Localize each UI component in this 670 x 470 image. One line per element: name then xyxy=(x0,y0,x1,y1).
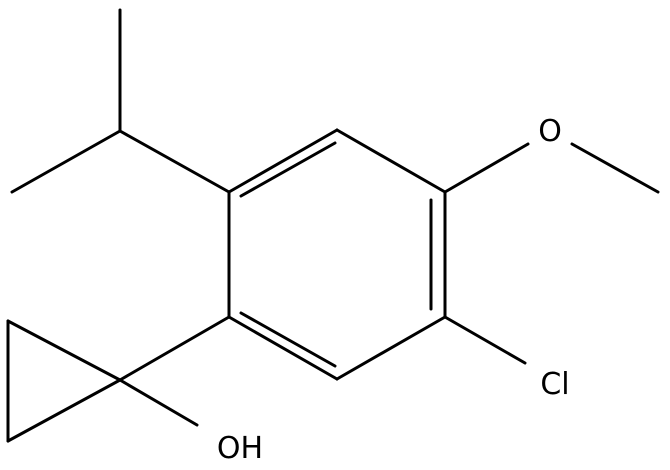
methoxy-oxygen-label: O xyxy=(538,114,562,149)
cyclopropanol-group: OH xyxy=(6,315,263,466)
bond-ring-cyclopropyl xyxy=(118,315,231,382)
hydroxyl-label: OH xyxy=(217,431,263,466)
double-bond-upper xyxy=(239,141,337,198)
bond-cyclopropyl-bottom xyxy=(6,378,122,443)
benzene-ring xyxy=(227,128,447,381)
bond-isopropyl-ring xyxy=(118,129,231,194)
chloro-group: Cl xyxy=(443,315,570,402)
bond-ring-5 xyxy=(227,315,339,381)
chlorine-label: Cl xyxy=(540,367,569,402)
bond-carbon-hydroxyl xyxy=(118,378,199,427)
bond-oxygen-methyl xyxy=(570,142,660,194)
isopropyl-group xyxy=(10,8,231,194)
methoxy-group: O xyxy=(443,114,660,194)
double-bond-lower xyxy=(239,311,337,368)
bond-ring-chlorine xyxy=(443,315,527,365)
bond-ring-1 xyxy=(227,128,339,194)
bond-ring-2 xyxy=(335,128,447,194)
bond-cyclopropyl-top xyxy=(6,319,122,382)
bond-ring-4 xyxy=(335,315,447,381)
bond-ring-oxygen xyxy=(443,142,530,194)
bond-isopropyl-left xyxy=(10,129,122,194)
